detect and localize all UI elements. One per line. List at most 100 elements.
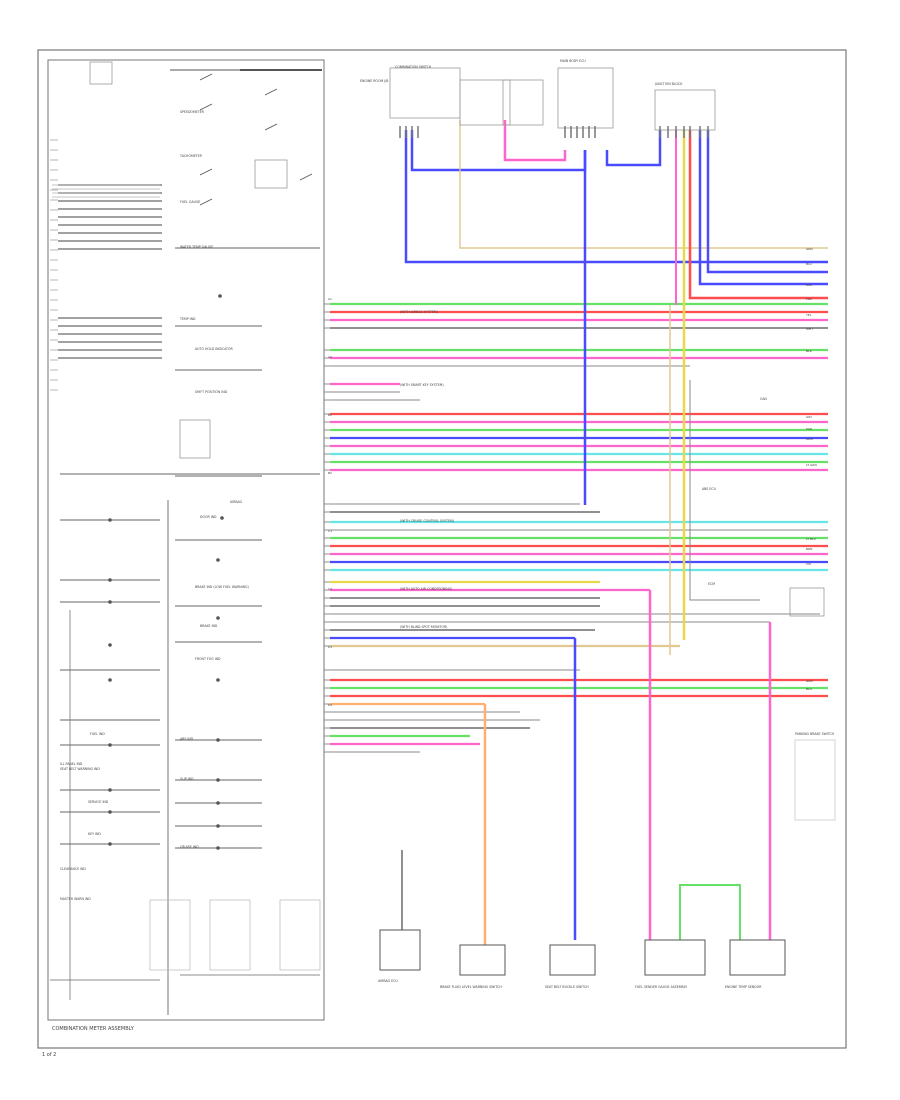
indicator-label: FUEL IND <box>90 732 105 736</box>
meter-label: FUEL GAUGE <box>180 200 200 204</box>
bulb-group-2 <box>279 899 321 971</box>
lamp-symbol <box>108 842 112 846</box>
meter-icon-box <box>89 61 113 85</box>
lamp-symbol <box>108 600 112 604</box>
wire-red-jb <box>688 130 828 300</box>
wire-code: LT GRN <box>806 463 817 467</box>
footer-label: COMBINATION METER ASSEMBLY <box>52 1026 135 1032</box>
meter-ic-box <box>179 419 211 459</box>
airbag-ecu-box <box>379 929 421 971</box>
meter-label: DOOR IND <box>200 515 217 519</box>
diagram-frame <box>37 49 847 1049</box>
connector-pin-label: C1 <box>328 529 332 533</box>
lamp-symbol <box>216 616 220 620</box>
wire-note: (WITH CRUISE CONTROL SYSTEM) <box>400 519 454 523</box>
wire-code: VIO <box>806 562 812 566</box>
lamp-symbol <box>216 824 220 828</box>
wire-code: RED <box>806 283 813 287</box>
indicator-label: SERVICE IND <box>88 800 109 804</box>
bottom-component-label: ENGINE TEMP SENDOR <box>725 985 762 989</box>
wire-blue-jb-2 <box>698 130 828 286</box>
component-label: JUNCTION BLOCK <box>654 82 683 86</box>
label-group: SPEEDOMETER TACHOMETER FUEL GAUGE WATER TEM… <box>60 59 835 989</box>
meter-label: AUTO HOLD INDICATOR <box>195 347 233 351</box>
wire-blue-jb <box>605 130 662 167</box>
page-number: 1 of 2 <box>42 1052 56 1058</box>
indicator-label: MASTER WARN IND <box>60 897 91 901</box>
lamp-symbol <box>216 846 220 850</box>
meter-label: SLIP IND <box>180 777 194 781</box>
right-label: PARKING BRAKE SWITCH <box>795 732 835 736</box>
wire-note: (WITH AIRBAG SYSTEM) <box>400 310 438 314</box>
connector-pin-label: B2 <box>328 471 332 475</box>
lamp-symbol <box>216 558 220 562</box>
fuel-sender-box <box>644 939 706 976</box>
indicator-label: CLEARANCE IND <box>60 867 86 871</box>
seat-belt-switch-box <box>549 944 596 976</box>
ecm-box <box>789 587 825 617</box>
meter-label: SHIFT POSITION IND <box>195 390 228 394</box>
wire-code: PNK <box>806 297 813 301</box>
wire-note: (WITH SMART KEY SYSTEM) <box>400 383 444 387</box>
lamp-symbol <box>108 810 112 814</box>
bottom-component-label: BRAKE FLUID LEVEL WARNING SWITCH <box>440 985 502 989</box>
brake-fluid-switch-box <box>459 944 506 976</box>
wire-code: GRY <box>806 415 812 419</box>
bottom-component-label: FUEL SENDER GAUGE ASSEMBLY <box>635 985 687 989</box>
meter-label: WATER TEMP GAUGE <box>180 245 213 249</box>
component-label: ENGINE ROOM J/B <box>360 79 388 83</box>
wire-gray-v <box>689 380 760 601</box>
wire-code: BLK <box>806 349 813 353</box>
wire-code: BLU <box>806 262 812 266</box>
right-label: ECM <box>708 582 715 586</box>
connector-pin-label: A1 <box>328 297 332 301</box>
meter-label: BRAKE IND (LOW FUEL WARNING) <box>195 585 249 589</box>
meter-label: AIRBAG <box>230 500 243 504</box>
main-body-ecu-box <box>557 67 614 129</box>
meter-label: ABS IND <box>180 737 194 741</box>
meter-label: SPEEDOMETER <box>180 110 205 114</box>
bulb-group-0 <box>149 899 191 971</box>
switch-symbol <box>264 88 278 96</box>
wire-green-loop <box>679 884 741 940</box>
wire-code: GRN <box>806 247 813 251</box>
switch-symbol <box>264 123 278 131</box>
wire-code: BRN <box>806 547 812 551</box>
relay-box <box>502 79 544 126</box>
right-label: CAN <box>760 397 767 401</box>
wire-blue-top <box>404 130 828 264</box>
connector-pin-label: D2 <box>328 703 332 707</box>
wire-code: WHT <box>806 327 813 331</box>
lamp-symbol <box>218 294 222 298</box>
lamp-symbol <box>108 788 112 792</box>
bottom-component-label: SEAT BELT BUCKLE SWITCH <box>545 985 589 989</box>
switch-symbol <box>299 173 313 181</box>
connector-pin-label: D1 <box>328 645 332 649</box>
indicator-label: ILL PANEL IND <box>60 762 83 766</box>
switch-symbol <box>199 103 213 111</box>
wire-code: LT BLU <box>806 537 816 541</box>
lamp-symbol <box>216 738 220 742</box>
wire-group <box>324 120 828 945</box>
lamp-symbol <box>108 678 112 682</box>
lamp-symbol <box>216 778 220 782</box>
wire-code: GRN <box>806 679 813 683</box>
wire-code: YEL <box>806 313 812 317</box>
bulb-group-1 <box>209 899 251 971</box>
wire-note: (WITH AUTO AIR CONDITIONING) <box>400 587 452 591</box>
wire-blue-jb-3 <box>706 130 828 274</box>
wire-note: (WITH BLIND SPOT MONITOR) <box>400 625 447 629</box>
component-label: MAIN BODY ECU <box>560 59 586 63</box>
lamp-symbol <box>220 516 224 520</box>
meter-label: TACHOMETER <box>179 154 203 158</box>
wire-code: ORN <box>806 437 813 441</box>
wire-code: BLU <box>806 687 812 691</box>
switch-symbol <box>199 168 213 176</box>
switch-symbol <box>199 198 213 206</box>
lamp-symbol <box>108 578 112 582</box>
connector-pin-label: A2 <box>328 355 332 359</box>
right-label: ABS ECU <box>702 487 717 491</box>
indicator-label: KEY IND <box>88 832 101 836</box>
component-group <box>379 67 836 976</box>
